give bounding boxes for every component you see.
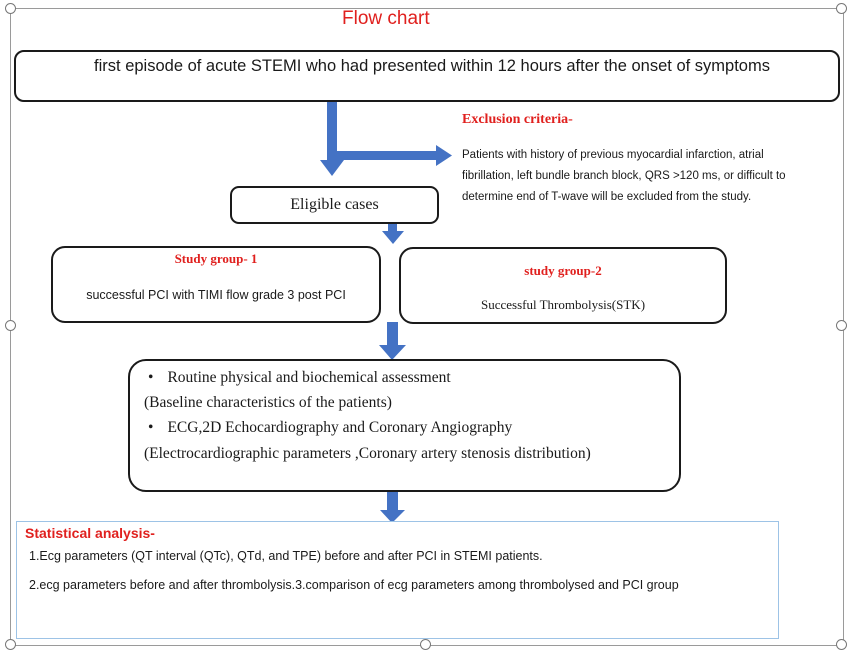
statistical-analysis-box: Statistical analysis- 1.Ecg parameters (… [16,521,779,639]
arrow-shaft-eligible [388,223,397,233]
arrow-head-groups [379,345,406,360]
arrow-head-exclusion [436,145,452,166]
assessment-bullet-1-sub: (Baseline characteristics of the patient… [144,394,392,411]
resize-handle-top-left[interactable] [5,3,16,14]
study-group-2-box: study group-2 Successful Thrombolysis(ST… [399,247,727,324]
exclusion-heading: Exclusion criteria- [462,112,573,127]
study-group-2-heading: study group-2 [524,263,602,278]
assessment-bullet-2: • ECG,2D Echocardiography and Coronary An… [148,419,512,437]
resize-handle-mid-left[interactable] [5,320,16,331]
resize-handle-bottom-left[interactable] [5,639,16,650]
study-group-1-text: successful PCI with TIMI flow grade 3 po… [86,288,346,302]
resize-handle-bottom-right[interactable] [836,639,847,650]
arrow-shaft-groups [387,322,398,348]
inclusion-box: first episode of acute STEMI who had pre… [14,50,840,102]
resize-handle-bottom-center[interactable] [420,639,431,650]
assessment-bullet-1-text: Routine physical and biochemical assessm… [167,369,451,386]
bullet-dot: • [148,419,154,436]
statistical-analysis-line-1: 1.Ecg parameters (QT interval (QTc), QTd… [29,549,543,563]
eligible-cases-box: Eligible cases [230,186,439,224]
arrow-shaft-top [327,100,337,162]
arrow-shaft-exclusion [337,151,437,160]
arrow-head-eligible [382,231,404,244]
assessment-bullet-2-sub: (Electrocardiographic parameters ,Corona… [144,445,591,462]
eligible-cases-label: Eligible cases [290,196,379,213]
chart-title: Flow chart [342,8,430,29]
study-group-1-heading: Study group- 1 [174,251,258,266]
statistical-analysis-heading: Statistical analysis- [25,525,155,541]
bullet-dot: • [148,369,154,386]
study-group-1-box: Study group- 1 successful PCI with TIMI … [51,246,381,323]
arrow-head-top [320,160,344,176]
arrow-shaft-assessment [387,490,398,512]
assessment-box: • Routine physical and biochemical assess… [128,359,681,492]
statistical-analysis-line-2: 2.ecg parameters before and after thromb… [29,578,679,592]
resize-handle-mid-right[interactable] [836,320,847,331]
study-group-2-text: Successful Thrombolysis(STK) [480,297,646,312]
assessment-bullet-1: • Routine physical and biochemical assess… [148,369,451,387]
arrow-head-assessment [380,510,405,523]
inclusion-text: first episode of acute STEMI who had pre… [94,57,770,75]
assessment-bullet-2-text: ECG,2D Echocardiography and Coronary Ang… [167,419,513,436]
resize-handle-top-right[interactable] [836,3,847,14]
exclusion-text: Patients with history of previous myocar… [462,149,786,203]
